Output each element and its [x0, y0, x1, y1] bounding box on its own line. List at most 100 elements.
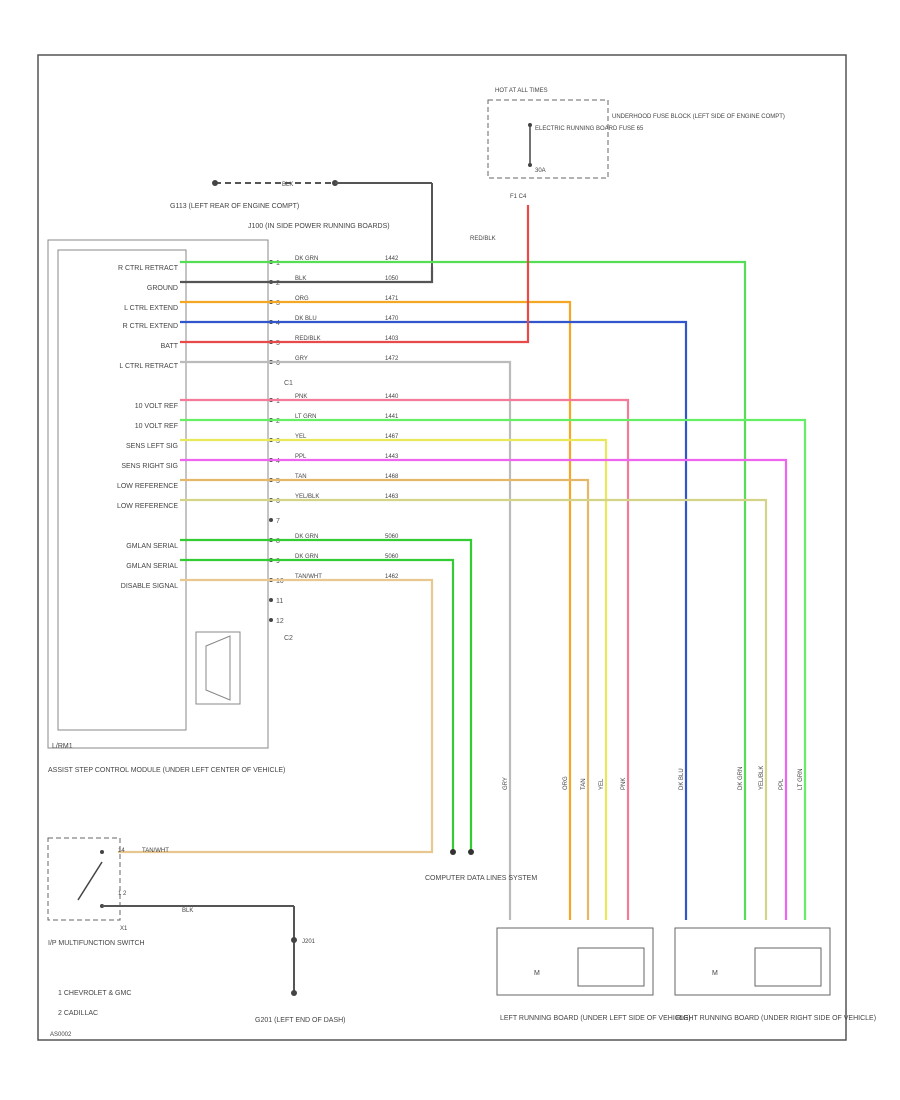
- right-board-box: [674, 927, 831, 996]
- wire-color-label: YEL: [295, 434, 307, 440]
- wire-color-label: YEL/BLK: [295, 494, 319, 500]
- wire: [180, 418, 807, 920]
- connector-pin-dot: [269, 518, 273, 522]
- module-pin-label: L CTRL RETRACT: [119, 363, 178, 370]
- module-ref: L/RM1: [52, 743, 73, 750]
- splice-j201-dot: [291, 937, 297, 943]
- fuse-location: UNDERHOOD FUSE BLOCK (LEFT SIDE OF ENGIN…: [612, 114, 785, 120]
- wire-circuit-code: 5060: [385, 534, 399, 540]
- fuse-name: ELECTRIC RUNNING BOARD FUSE 65: [535, 126, 644, 132]
- blk-wire-label: BLK: [282, 182, 293, 188]
- g113-ground-point: [212, 180, 218, 186]
- data-link-terminal-2: [468, 849, 474, 855]
- left-board-wire-label: GRY: [503, 777, 509, 790]
- switch-wire-bottom: BLK: [182, 908, 193, 914]
- wire-circuit-code: 1472: [385, 356, 399, 362]
- fuse-block-box: [487, 99, 609, 179]
- connector-pin-number: 8: [276, 538, 280, 545]
- wire-circuit-code: 1443: [385, 454, 399, 460]
- module-pin-label: GMLAN SERIAL: [126, 563, 178, 570]
- wire: [180, 558, 455, 852]
- wire-circuit-code: 1467: [385, 434, 399, 440]
- wire-circuit-code: 1471: [385, 296, 399, 302]
- switch-box: [47, 837, 121, 921]
- wire-circuit-code: 1442: [385, 256, 399, 262]
- module-pin-label: LOW REFERENCE: [117, 483, 178, 490]
- right-board-wire-label: DK BLU: [679, 768, 685, 790]
- fuse-pins: F1 C4: [510, 194, 527, 200]
- switch-contact-icon: [77, 861, 103, 901]
- wire-circuit-code: 5060: [385, 554, 399, 560]
- left-board-wire-label: PNK: [621, 778, 627, 790]
- connector-pin-dot: [269, 618, 273, 622]
- right-board-wire-label: DK GRN: [738, 767, 744, 790]
- wire-circuit-code: 1470: [385, 316, 399, 322]
- wire-color-label: BLK: [295, 276, 306, 282]
- module-pin-label: BATT: [161, 343, 179, 350]
- connector-pin-number: 2: [276, 280, 280, 287]
- module-pin-label: 10 VOLT REF: [135, 403, 178, 410]
- fuse-hot-label: HOT AT ALL TIMES: [495, 88, 548, 94]
- module-pin-label: R CTRL EXTEND: [123, 323, 178, 330]
- switch-wire-top: TAN/WHT: [142, 848, 169, 854]
- left-board-wire-label: YEL: [599, 778, 605, 790]
- ground-g201-point: [291, 990, 297, 996]
- module-pin-label: LOW REFERENCE: [117, 503, 178, 510]
- connector-pin-number: 1: [276, 398, 280, 405]
- diagram-frame: [37, 54, 847, 1041]
- wire: [180, 260, 747, 920]
- connector-pin-number: 6: [276, 498, 280, 505]
- connector-pin-number: 7: [276, 518, 280, 525]
- wire-color-label: TAN/WHT: [295, 574, 322, 580]
- wire-color-label: DK GRN: [295, 554, 318, 560]
- wire-circuit-code: 1440: [385, 394, 399, 400]
- wire: [180, 498, 768, 920]
- right-board-motor-icon: M: [712, 970, 718, 977]
- note-1: 1 CHEVROLET & GMC: [58, 990, 131, 997]
- speaker-cone-icon: [205, 635, 231, 701]
- speaker-icon: [195, 631, 241, 705]
- wire: [180, 300, 572, 920]
- wire-circuit-code: 1441: [385, 414, 399, 420]
- right-board-wire-label: PPL: [779, 778, 785, 790]
- wire-color-label: DK BLU: [295, 316, 317, 322]
- wire-color-label: DK GRN: [295, 256, 318, 262]
- module-pin-label: DISABLE SIGNAL: [121, 583, 178, 590]
- fuse-rating: 30A: [535, 168, 546, 174]
- wire: [180, 538, 473, 852]
- wire-color-label: PPL: [295, 454, 307, 460]
- data-link-terminal-1: [450, 849, 456, 855]
- module-inner-box: [57, 249, 187, 731]
- left-board-wire-label: ORG: [563, 776, 569, 790]
- splice-j201-label: J201: [302, 939, 316, 945]
- connector-pin-number: 5: [276, 340, 280, 347]
- switch-pin-top: 14: [118, 848, 125, 854]
- module-pin-label: SENS RIGHT SIG: [121, 463, 178, 470]
- switch-name: I/P MULTIFUNCTION SWITCH: [48, 940, 145, 947]
- splice-j-label: J100 (IN SIDE POWER RUNNING BOARDS): [248, 223, 390, 230]
- wire: [180, 267, 434, 284]
- connector-pin-number: 6: [276, 360, 280, 367]
- module-pin-label: R CTRL RETRACT: [118, 265, 179, 272]
- wire-color-label: ORG: [295, 296, 309, 302]
- module-name: ASSIST STEP CONTROL MODULE (UNDER LEFT C…: [48, 767, 285, 774]
- switch-terminal-top: [100, 850, 104, 854]
- page-ref: AS0002: [50, 1032, 72, 1038]
- connector-pin-number: 3: [276, 438, 280, 445]
- wire-color-label: PNK: [295, 394, 307, 400]
- wire-color-label: GRY: [295, 356, 308, 362]
- wire: [180, 360, 512, 920]
- data-link-label: COMPUTER DATA LINES SYSTEM: [425, 875, 537, 882]
- wire: [180, 398, 630, 920]
- wire-circuit-code: 1468: [385, 474, 399, 480]
- wire: [180, 205, 530, 344]
- wire-color-label: DK GRN: [295, 534, 318, 540]
- ground-g113-label: G113 (LEFT REAR OF ENGINE COMPT): [170, 203, 299, 210]
- connector-pin-number: 1: [276, 260, 280, 267]
- left-board-inner: [577, 947, 645, 987]
- module-pin-label: L CTRL EXTEND: [124, 305, 178, 312]
